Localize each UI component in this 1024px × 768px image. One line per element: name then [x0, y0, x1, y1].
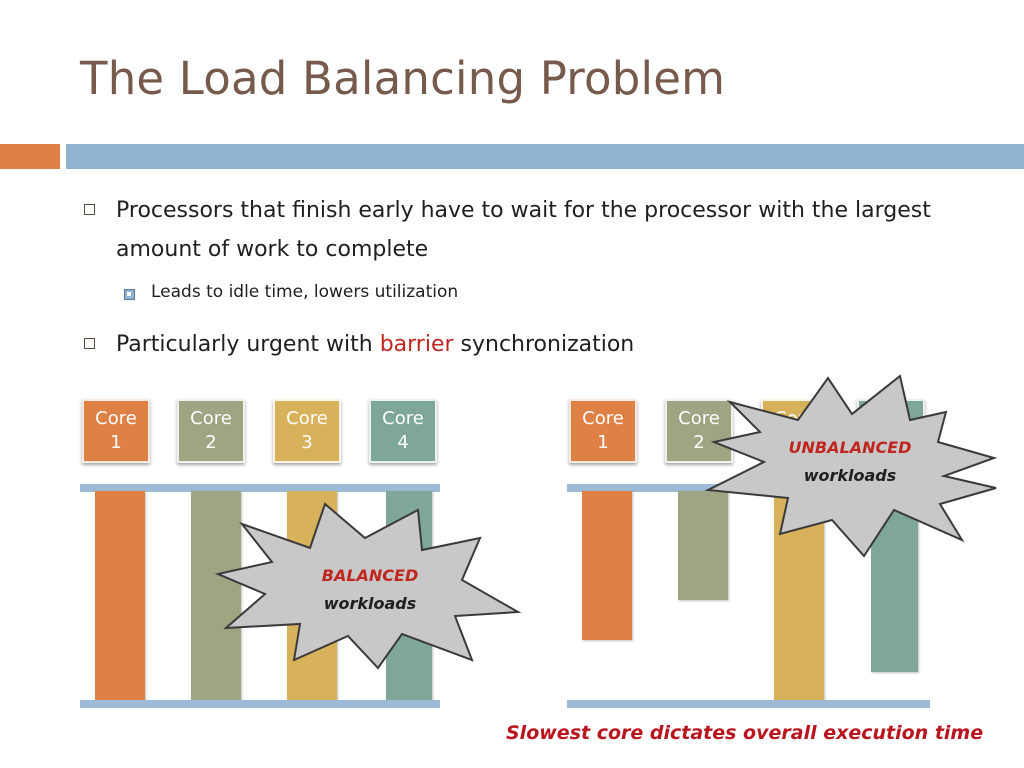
- bullet-2-text: Particularly urgent with barrier synchro…: [116, 325, 976, 364]
- end-barrier-line: [567, 700, 930, 708]
- unbalanced-burst-label: UNBALANCED workloads: [770, 434, 930, 490]
- workload-bar-core-1: [95, 491, 145, 701]
- core-number: 2: [693, 432, 705, 453]
- workload-bar-core-2: [678, 491, 728, 600]
- conclusion-caption: Slowest core dictates overall execution …: [506, 722, 984, 744]
- barrier-highlight: barrier: [379, 332, 454, 357]
- core-1-box: Core 1: [569, 399, 637, 463]
- square-bullet-icon: [84, 204, 95, 215]
- burst-line-1: UNBALANCED: [788, 438, 912, 457]
- start-barrier-line: [80, 484, 440, 492]
- core-label: Core: [190, 408, 232, 429]
- bullet-2-prefix: Particularly urgent with: [116, 332, 380, 357]
- burst-line-1: BALANCED: [321, 566, 419, 585]
- workload-bar-core-1: [582, 491, 632, 640]
- burst-line-2: workloads: [323, 594, 417, 613]
- core-number: 3: [301, 432, 313, 453]
- bullet-2-suffix: synchronization: [453, 332, 635, 357]
- bullet-list: Processors that finish early have to wai…: [84, 198, 976, 364]
- filled-square-bullet-icon: [124, 289, 135, 300]
- core-number: 4: [397, 432, 409, 453]
- starburst-callout-shape: [214, 502, 522, 670]
- core-label: Core: [286, 408, 328, 429]
- end-barrier-line: [80, 700, 440, 708]
- title-accent-bar-orange: [0, 144, 60, 169]
- bullet-1-text: Processors that finish early have to wai…: [116, 198, 931, 262]
- starburst-callout-shape: [704, 374, 998, 558]
- title-accent-bar-blue: [66, 144, 1024, 169]
- core-2-box: Core 2: [665, 399, 733, 463]
- core-3-box: Core 3: [273, 399, 341, 463]
- core-label: Core: [582, 408, 624, 429]
- core-number: 1: [110, 432, 122, 453]
- workload-bar-core-2: [191, 491, 241, 701]
- slide-title: The Load Balancing Problem: [80, 52, 726, 105]
- square-bullet-icon: [84, 338, 95, 349]
- burst-line-2: workloads: [803, 466, 897, 485]
- core-label: Core: [382, 408, 424, 429]
- core-number: 2: [205, 432, 217, 453]
- core-4-box: Core 4: [369, 399, 437, 463]
- core-label: Core: [95, 408, 137, 429]
- balanced-burst-label: BALANCED workloads: [290, 562, 450, 618]
- core-label: Core: [678, 408, 720, 429]
- core-1-box: Core 1: [82, 399, 150, 463]
- core-2-box: Core 2: [177, 399, 245, 463]
- sub-bullet-1-text: Leads to idle time, lowers utilization: [151, 282, 459, 302]
- core-number: 1: [597, 432, 609, 453]
